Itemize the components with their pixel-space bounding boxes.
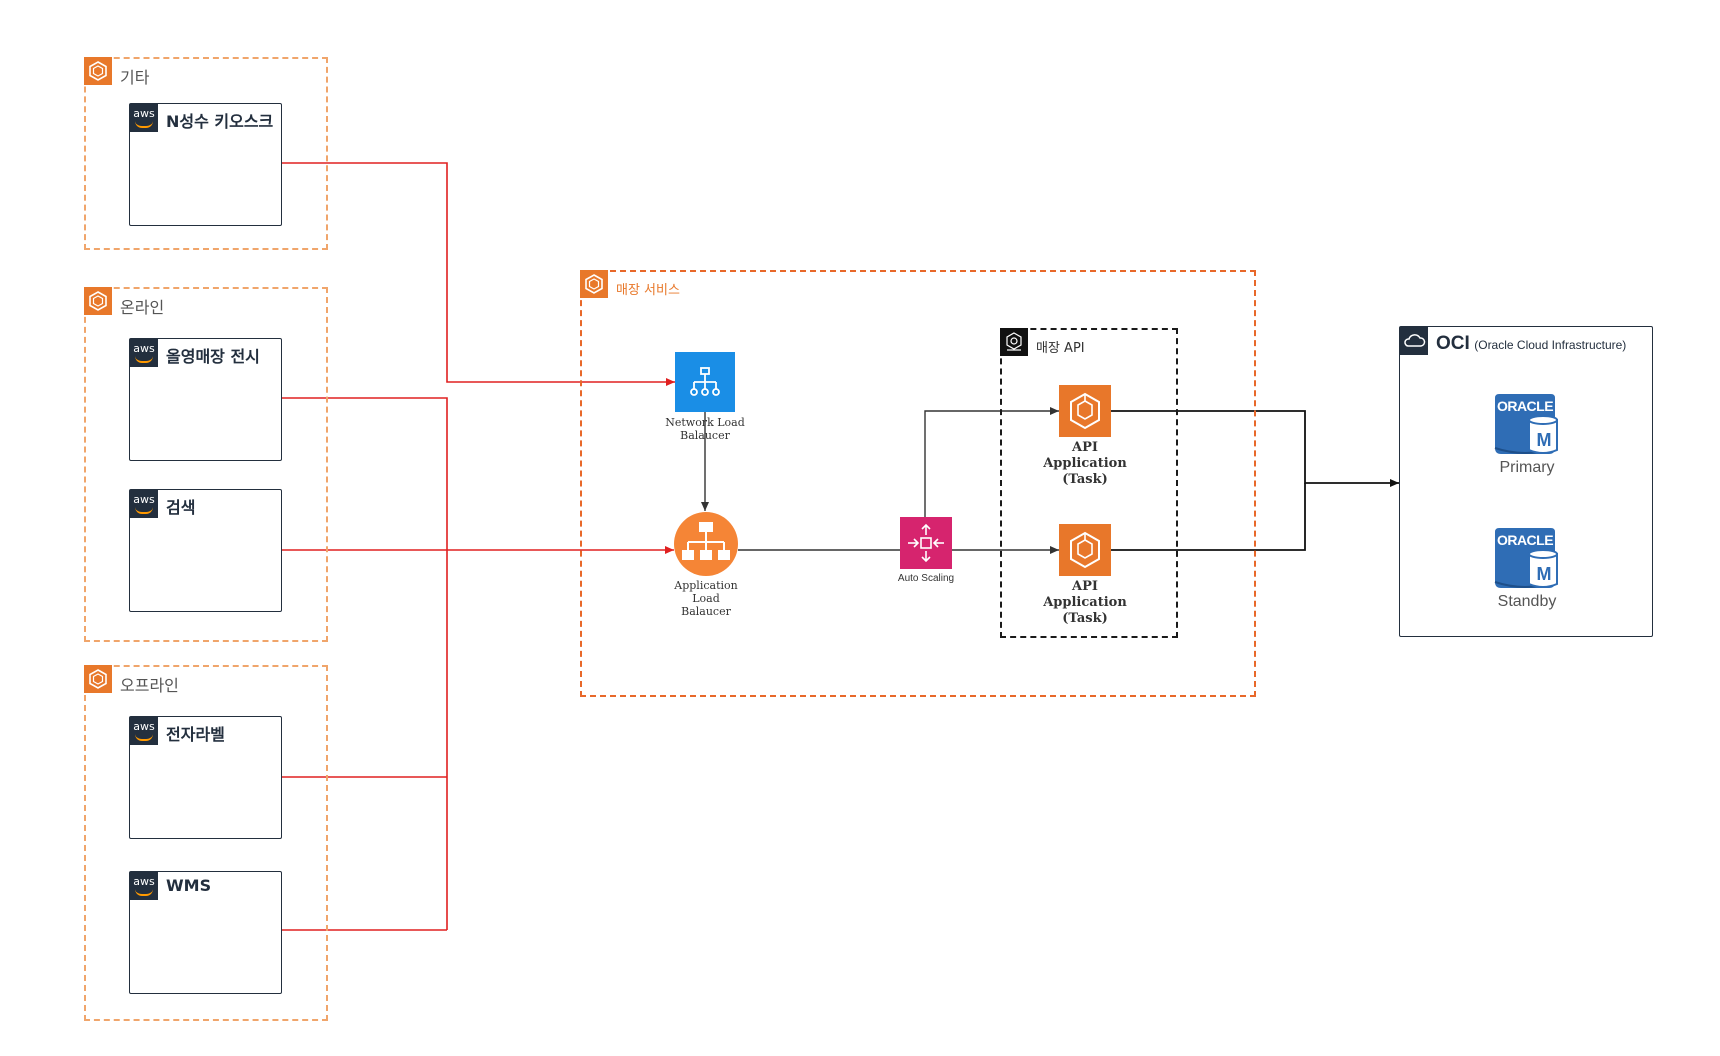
task2-line3: (Task) [1062, 611, 1108, 626]
group-label-store-service: 매장 서비스 [616, 283, 680, 298]
client-search[interactable]: aws 검색 [129, 489, 282, 612]
db-badge: M [1536, 564, 1552, 584]
nlb-caption: Network Load Balaucer [665, 416, 745, 442]
cloud-icon [1400, 327, 1428, 355]
client-label: WMS [166, 876, 212, 895]
oracle-database-icon[interactable]: ORACLE M [1491, 394, 1558, 456]
task2-line1: API [1072, 579, 1098, 594]
group-offline [84, 665, 328, 1021]
db-badge: M [1536, 430, 1552, 450]
group-hexagon-icon [84, 287, 112, 315]
aws-logo-icon: aws [130, 717, 158, 745]
aws-logo-text: aws [133, 720, 155, 733]
ecs-task-icon[interactable] [1059, 524, 1111, 576]
aws-logo-icon: aws [130, 872, 158, 900]
auto-scaling-icon[interactable] [900, 517, 952, 569]
task2-caption: API Application (Task) [1025, 579, 1145, 627]
group-hexagon-icon [84, 665, 112, 693]
oracle-logo-text: ORACLE [1496, 532, 1554, 548]
oci-container[interactable]: OCI (Oracle Cloud Infrastructure) [1399, 326, 1653, 637]
wire-kiosk-to-nlb [282, 162, 675, 386]
ecs-task-icon[interactable] [1059, 385, 1111, 437]
primary-caption: Primary [1499, 459, 1555, 476]
client-label: 전자라벨 [166, 725, 225, 744]
client-label: 검색 [166, 498, 196, 517]
wire-task2-to-oci [1111, 483, 1306, 551]
group-label-etc: 기타 [120, 68, 150, 87]
task1-line2: Application [1043, 456, 1127, 471]
asg-caption: Auto Scaling [897, 573, 955, 584]
group-etc [84, 57, 328, 250]
group-label-online: 온라인 [120, 298, 165, 317]
oci-title: OCI (Oracle Cloud Infrastructure) [1436, 333, 1626, 355]
group-store-service [580, 270, 1256, 697]
wire-task1-to-oci [1111, 410, 1399, 487]
group-hexagon-icon [84, 57, 112, 85]
client-label: 올영매장 전시 [166, 347, 260, 366]
group-label-offline: 오프라인 [120, 676, 179, 695]
group-hexagon-icon [580, 270, 608, 298]
aws-logo-text: aws [133, 107, 155, 120]
client-kiosk[interactable]: aws N성수 키오스크 [129, 103, 282, 226]
aws-logo-text: aws [133, 342, 155, 355]
task1-line3: (Task) [1062, 472, 1108, 487]
client-wms[interactable]: aws WMS [129, 871, 282, 994]
store-api-group-icon [1000, 328, 1028, 356]
alb-caption: Application Load Balaucer [674, 579, 738, 618]
aws-logo-text: aws [133, 493, 155, 506]
group-store-api [1000, 328, 1178, 638]
aws-logo-text: aws [133, 875, 155, 888]
oracle-database-icon[interactable]: ORACLE M [1491, 528, 1558, 590]
task1-line1: API [1072, 440, 1098, 455]
wire-display [282, 397, 448, 930]
wire-asg-to-task1 [924, 407, 1059, 524]
standby-caption: Standby [1497, 593, 1557, 610]
oracle-logo-text: ORACLE [1496, 398, 1554, 414]
application-load-balancer-icon[interactable] [674, 512, 738, 576]
client-display[interactable]: aws 올영매장 전시 [129, 338, 282, 461]
group-online [84, 287, 328, 642]
oci-title-sub: (Oracle Cloud Infrastructure) [1474, 338, 1627, 352]
aws-logo-icon: aws [130, 490, 158, 518]
task1-caption: API Application (Task) [1025, 440, 1145, 488]
aws-logo-icon: aws [130, 104, 158, 132]
network-load-balancer-icon[interactable] [675, 352, 735, 412]
oci-title-main: OCI [1436, 333, 1470, 354]
aws-logo-icon: aws [130, 339, 158, 367]
group-label-store-api: 매장 API [1036, 341, 1085, 356]
client-label: N성수 키오스크 [166, 112, 274, 131]
client-esl[interactable]: aws 전자라벨 [129, 716, 282, 839]
task2-line2: Application [1043, 595, 1127, 610]
